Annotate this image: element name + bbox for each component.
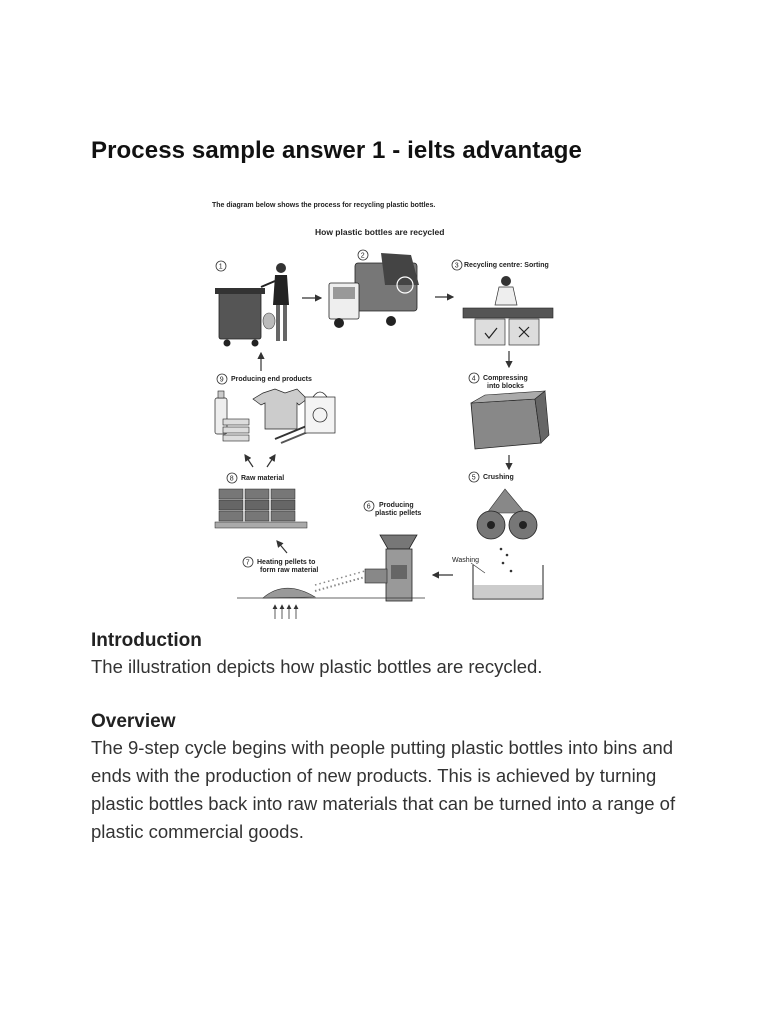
step-4-label-line2: into blocks: [487, 383, 524, 390]
recycling-truck-icon: [328, 253, 419, 328]
step-1-number: 1: [219, 264, 223, 271]
step-2: 2: [328, 249, 419, 328]
wheelie-bin-icon: [215, 288, 265, 347]
introduction-body: The illustration depicts how plastic bot…: [91, 656, 543, 677]
recycling-process-diagram: The diagram below shows the process for …: [205, 193, 570, 623]
step-7-number: 7: [246, 560, 250, 567]
step-8-number: 8: [230, 476, 234, 483]
crusher-icon: [476, 488, 538, 540]
step-4-number: 4: [472, 376, 476, 383]
step-5-number: 5: [472, 475, 476, 482]
step-7-label: Heating pellets to: [257, 559, 315, 566]
step-6-label: Producing: [379, 502, 414, 509]
step-2-number: 2: [361, 253, 365, 260]
pellet-pile-icon: [262, 570, 366, 599]
raw-material-stack-icon: [214, 488, 308, 529]
step-8-label: Raw material: [241, 475, 284, 482]
t-shirt-icon: [252, 388, 308, 430]
step-7-label-line2: form raw material: [260, 567, 318, 574]
heat-arrows-icon: [272, 604, 299, 619]
step-4-label: Compressing: [483, 375, 528, 382]
introduction-section: Introduction The illustration depicts ho…: [91, 630, 691, 681]
step-9-label: Producing end products: [231, 376, 312, 383]
recycled-bag-icon: [304, 391, 336, 434]
compressed-block-icon: [470, 390, 550, 450]
introduction-heading: Introduction: [91, 630, 202, 651]
pellet-machine-icon: [364, 534, 418, 602]
page-title: Process sample answer 1 - ielts advantag…: [91, 137, 583, 164]
step-4: 4 Compressing into blocks: [468, 372, 550, 450]
step-6-label-line2: plastic pellets: [375, 510, 421, 517]
step-6-number: 6: [367, 504, 371, 511]
washing-label: Washing: [452, 557, 479, 564]
step-9-number: 9: [220, 377, 224, 384]
diagram-heading: How plastic bottles are recycled: [315, 227, 444, 237]
food-containers-icon: [222, 418, 250, 442]
step-6: 6 Producing plastic pellets: [363, 500, 421, 602]
overview-heading: Overview: [91, 711, 176, 732]
step-3-label: Recycling centre: Sorting: [464, 262, 549, 269]
diagram-caption: The diagram below shows the process for …: [212, 202, 435, 209]
overview-section: Overview The 9-step cycle begins with pe…: [91, 711, 691, 846]
washing-tank-icon: [472, 547, 544, 600]
step-3: 3 Recycling centre: Sorting: [451, 259, 554, 346]
overview-body: The 9-step cycle begins with people putt…: [91, 737, 676, 842]
person-icon: [260, 263, 289, 341]
step-1: 1: [215, 260, 289, 347]
step-8: 8 Raw material: [214, 472, 308, 529]
sorting-worker-icon: [462, 276, 554, 346]
step-7: 7 Heating pellets to form raw material: [237, 556, 425, 619]
step-5: 5 Crushing Washing: [452, 471, 544, 600]
step-9: 9 Producing end products: [214, 373, 336, 444]
step-5-label: Crushing: [483, 474, 514, 481]
step-3-number: 3: [455, 263, 459, 270]
